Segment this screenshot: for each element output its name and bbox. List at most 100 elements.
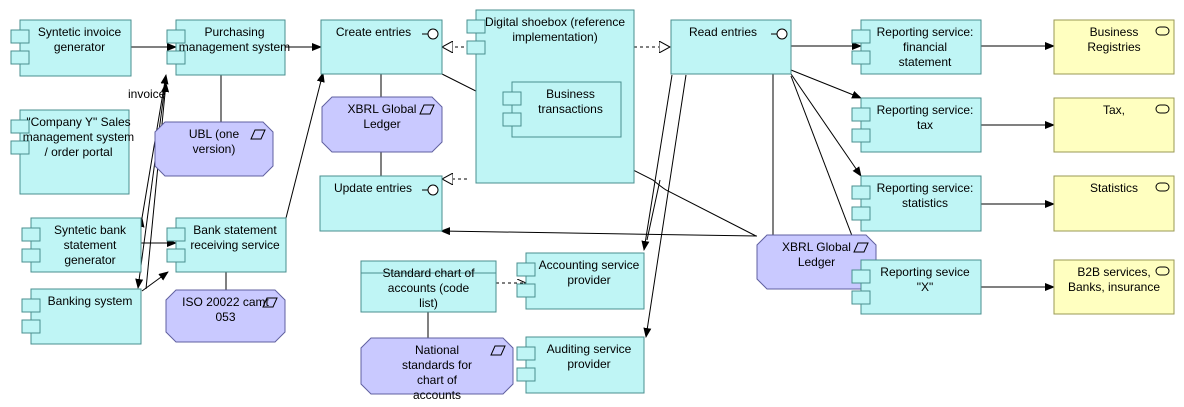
node-reporting-x[interactable]: Reporting sevice"X" [851, 259, 982, 315]
role-icon [1155, 26, 1170, 36]
component-icon [502, 112, 522, 127]
component-shape [860, 19, 982, 75]
component-shape [175, 19, 286, 76]
component-icon [851, 206, 871, 221]
node-label: Create entries [336, 25, 411, 39]
edge-label-invoice: invoice [128, 87, 166, 101]
data-object-icon [262, 297, 278, 308]
component-shape [19, 109, 130, 195]
component-shape [860, 259, 982, 315]
actor-shape [1053, 259, 1175, 315]
node-label: Reporting sevice"X" [880, 265, 970, 294]
component-shape [320, 19, 443, 75]
component-icon [851, 269, 871, 284]
edge-read-to-statistics [790, 73, 862, 177]
component-shape [860, 97, 982, 153]
component-icon [10, 140, 30, 155]
edge-banking-to-receiving [141, 271, 169, 292]
component-icon [851, 185, 871, 200]
data-object-icon [250, 129, 266, 140]
component-icon [851, 107, 871, 122]
node-banking-system[interactable]: Banking system [21, 288, 142, 345]
component-icon [851, 128, 871, 143]
node-label: Statistics [1090, 181, 1138, 195]
component-icon [21, 298, 41, 313]
component-icon [851, 29, 871, 44]
component-icon [166, 248, 186, 263]
data-object-shape [360, 337, 514, 395]
actor-shape [1053, 97, 1175, 153]
node-update-entries[interactable]: Update entries [319, 175, 443, 232]
component-icon [851, 50, 871, 65]
node-reporting-tax[interactable]: Reporting service:tax [851, 97, 982, 153]
data-object-icon [853, 242, 869, 253]
component-icon [21, 248, 41, 263]
edge-read-to-tax [790, 69, 862, 99]
component-shape [30, 288, 142, 345]
component-icon [466, 40, 486, 55]
role-icon [1155, 104, 1170, 114]
component-icon [502, 91, 522, 106]
edge-accounting-auditing [646, 179, 661, 241]
component-shape [525, 336, 645, 394]
node-label: Update entries [334, 181, 412, 195]
node-create-entries[interactable]: Create entries [320, 19, 443, 75]
interface-icon [427, 28, 439, 40]
node-reporting-statistics[interactable]: Reporting service:statistics [851, 175, 982, 232]
edge-read-to-accounting [641, 74, 673, 251]
component-icon [516, 367, 536, 382]
data-object-shape [165, 289, 286, 343]
edge-create-to-xbrl-right [441, 73, 757, 237]
edge-purchasing-to-banking [135, 85, 166, 289]
edge-read-to-x [790, 75, 863, 263]
edge-read-to-auditing [643, 74, 687, 338]
component-shape [511, 81, 622, 138]
node-statistics[interactable]: Statistics [1053, 175, 1175, 232]
edge-receiving-to-create [285, 72, 325, 219]
edge-banking-purchasing [145, 82, 170, 290]
edge-xbrl-right-to-update [440, 227, 758, 237]
component-icon [10, 119, 30, 134]
edges [131, 46, 1055, 338]
component-icon [466, 19, 486, 34]
component-shape [319, 175, 443, 232]
node-tax[interactable]: Tax, [1053, 97, 1175, 153]
node-read-entries[interactable]: Read entries [670, 19, 792, 75]
node-b2b-services[interactable]: B2B services,Banks, insurance [1053, 259, 1175, 315]
node-label: Tax, [1103, 103, 1125, 117]
data-object-shape [321, 96, 443, 153]
component-icon [516, 262, 536, 277]
interface-icon [427, 184, 439, 196]
edge-company-y-purchasing [136, 74, 169, 228]
component-shape [30, 217, 142, 273]
role-icon [1155, 266, 1170, 276]
